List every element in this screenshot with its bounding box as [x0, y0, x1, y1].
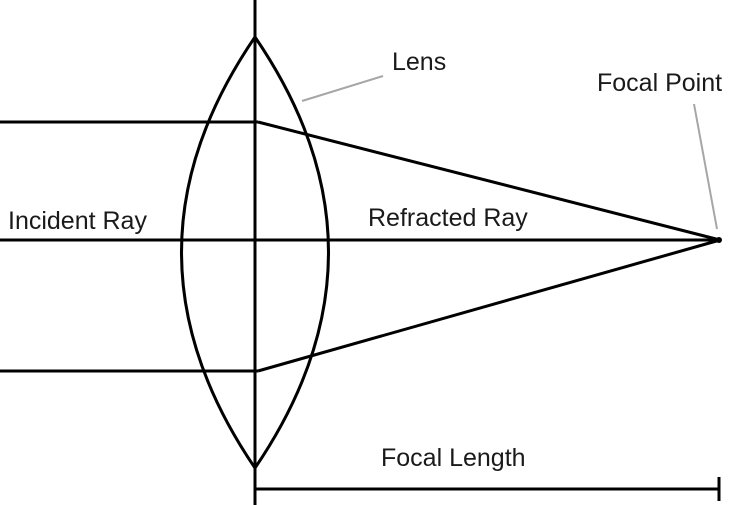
- refracted-ray-bottom: [257, 238, 721, 373]
- incident-ray-label: Incident Ray: [8, 207, 147, 235]
- refracted-ray-label: Refracted Ray: [368, 204, 528, 232]
- lens-outline: [180, 36, 330, 470]
- focal-point-label: Focal Point: [597, 69, 722, 97]
- focal-point-dot: [716, 237, 722, 243]
- refracted-ray-top: [257, 120, 721, 242]
- lens-label: Lens: [392, 48, 446, 76]
- focal-point-leader-line: [693, 103, 718, 230]
- lens-leader-line: [301, 75, 384, 102]
- focal-length-label: Focal Length: [381, 444, 526, 472]
